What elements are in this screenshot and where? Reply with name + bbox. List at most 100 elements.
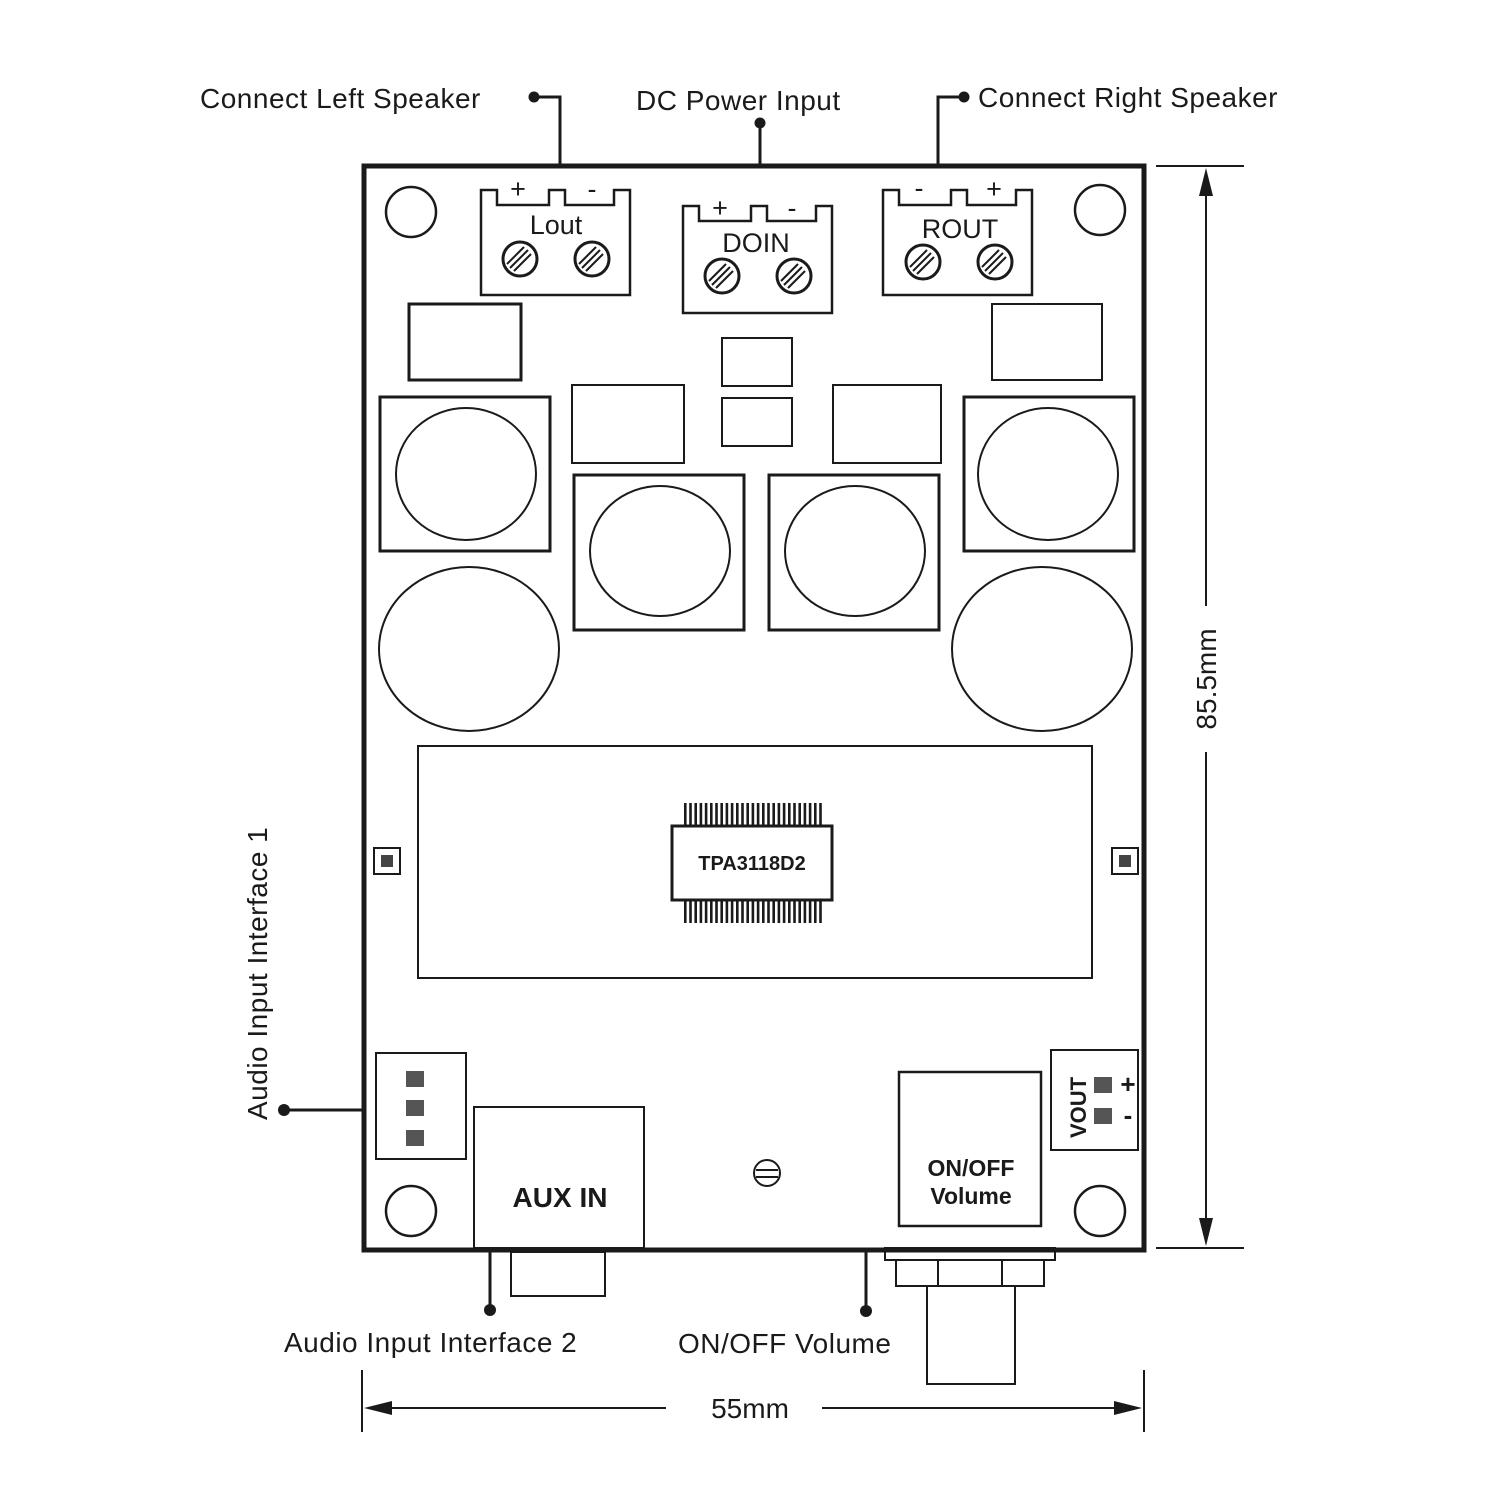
ic-pin: [751, 900, 755, 923]
ic-pin: [684, 803, 687, 826]
ic-pin: [694, 803, 697, 826]
ic-pin: [694, 900, 697, 923]
volume-potentiometer: ON/OFF Volume: [884, 1070, 1056, 1385]
aux-in-label: AUX IN: [513, 1182, 608, 1213]
dimension-width-label: 55mm: [711, 1393, 789, 1424]
ic-pin: [777, 803, 781, 826]
ic-pin: [756, 803, 760, 826]
ic-pin: [814, 803, 817, 826]
ic-pin: [730, 900, 734, 923]
trim-screw-icon: [753, 1159, 781, 1187]
ic-pin: [767, 900, 770, 923]
ic-pin: [819, 803, 822, 826]
chip-label: TPA3118D2: [698, 853, 805, 875]
callout-dc-power: DC Power Input: [636, 85, 841, 166]
ic-pin: [756, 900, 760, 923]
dimension-width: 55mm: [361, 1370, 1145, 1432]
ic-pin: [793, 900, 796, 923]
ic-pin: [762, 803, 765, 826]
ic-pin: [782, 900, 786, 923]
ic-pin: [689, 900, 692, 923]
ic-pin: [736, 803, 739, 826]
callout-right-speaker: Connect Right Speaker: [936, 82, 1278, 166]
vout-label: VOUT: [1066, 1076, 1091, 1138]
doin-plus: +: [712, 193, 728, 223]
vout-minus: -: [1124, 1100, 1133, 1130]
lout-terminal: + - Lout: [479, 174, 632, 297]
pot-label-line2: Volume: [930, 1183, 1011, 1209]
ic-pin: [746, 900, 749, 923]
vout-plus: +: [1120, 1069, 1135, 1099]
lout-label: Lout: [530, 210, 583, 240]
callout-on-off-volume-label: ON/OFF Volume: [678, 1328, 891, 1359]
chip-tpa3118d2: TPA3118D2: [670, 803, 834, 923]
doin-terminal: + - DOIN: [681, 193, 834, 315]
pot-label-line1: ON/OFF: [928, 1155, 1015, 1181]
vout-pads: VOUT + -: [1050, 1049, 1139, 1151]
callout-audio-input-1-label: Audio Input Interface 1: [242, 827, 273, 1120]
inductor-center-right: [767, 473, 941, 632]
screw-icon: [904, 243, 942, 281]
lout-minus: -: [588, 174, 597, 204]
ic-pin: [725, 803, 729, 826]
ic-pin: [798, 803, 801, 826]
ic-pin: [772, 803, 775, 826]
ic-pin: [710, 803, 713, 826]
ic-pin: [803, 900, 807, 923]
inductor-center-left: [572, 473, 746, 632]
ic-pin: [710, 900, 713, 923]
rout-terminal: - + ROUT: [881, 173, 1034, 297]
ic-pin: [741, 900, 744, 923]
screw-icon: [573, 240, 611, 278]
ic-pin: [689, 803, 692, 826]
doin-minus: -: [788, 193, 797, 223]
screw-icon: [775, 257, 813, 295]
ic-pin: [798, 900, 801, 923]
aux-in-jack: AUX IN: [473, 1106, 645, 1297]
audio-header-3pin: [375, 1052, 467, 1160]
pcb-outline: [361, 163, 1147, 1253]
ic-pin: [782, 803, 786, 826]
ic-pin: [819, 900, 822, 923]
ic-pin: [699, 900, 703, 923]
ic-pin: [725, 900, 729, 923]
ic-pin: [788, 900, 791, 923]
ic-pin: [772, 900, 775, 923]
ic-pin: [762, 900, 765, 923]
callout-left-speaker-label: Connect Left Speaker: [200, 83, 481, 114]
rout-label: ROUT: [922, 214, 999, 244]
ic-pin: [777, 900, 781, 923]
ic-pin: [720, 900, 723, 923]
ic-pin: [746, 803, 749, 826]
ic-pin: [704, 900, 708, 923]
screw-icon: [501, 240, 539, 278]
inductor-left: [378, 395, 552, 553]
callout-audio-input-2: Audio Input Interface 2: [284, 1250, 577, 1358]
ic-pin: [715, 803, 718, 826]
dimension-height: 85.5mm: [1156, 165, 1244, 1249]
screw-icon: [703, 257, 741, 295]
ic-pin: [751, 803, 755, 826]
inductor-right: [962, 395, 1136, 553]
doin-label: DOIN: [722, 228, 790, 258]
callout-audio-input-2-label: Audio Input Interface 2: [284, 1327, 577, 1358]
lout-plus: +: [510, 174, 526, 204]
ic-pin: [736, 900, 739, 923]
ic-pin: [808, 803, 812, 826]
ic-pin: [699, 803, 703, 826]
ic-pin: [808, 900, 812, 923]
callout-audio-input-1: Audio Input Interface 1: [242, 827, 364, 1120]
ic-pin: [684, 900, 687, 923]
side-pads: [373, 847, 1139, 875]
dimension-height-label: 85.5mm: [1191, 628, 1222, 729]
heatsink-area: [417, 745, 1093, 979]
callout-right-speaker-label: Connect Right Speaker: [978, 82, 1278, 113]
ic-pin: [741, 803, 744, 826]
rout-plus: +: [986, 174, 1002, 204]
ic-pin: [715, 900, 718, 923]
ic-pin: [730, 803, 734, 826]
mounting-holes: [384, 183, 1127, 1238]
ic-pin: [814, 900, 817, 923]
callout-dc-power-label: DC Power Input: [636, 85, 841, 116]
